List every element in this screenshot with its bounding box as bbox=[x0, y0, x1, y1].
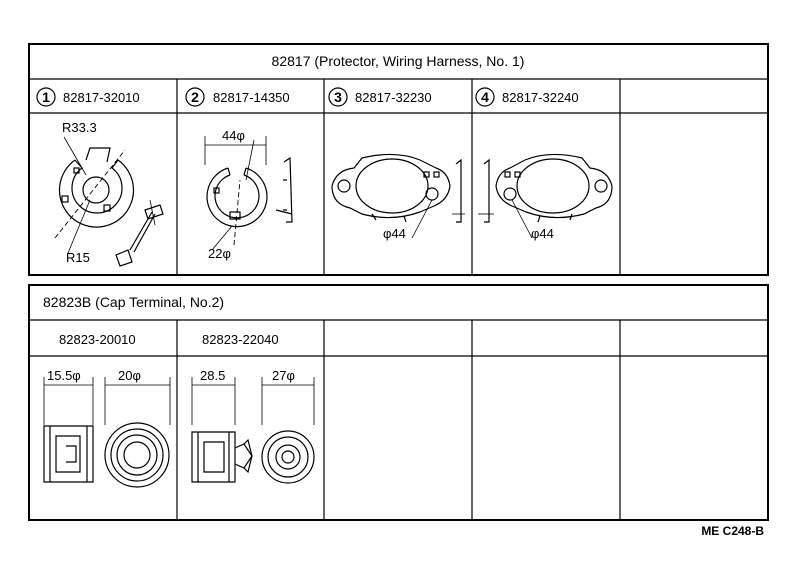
circled-number-icon bbox=[36, 87, 56, 107]
dim-15-5phi: 15.5φ bbox=[47, 368, 81, 383]
svg-text:82817-32230: 82817-32230 bbox=[355, 90, 432, 105]
dim-28-5: 28.5 bbox=[200, 368, 225, 383]
protector-drawing-4 bbox=[478, 153, 613, 239]
svg-text:4: 4 bbox=[481, 89, 489, 105]
top-table-frame bbox=[28, 43, 769, 276]
circled-number-icon bbox=[185, 87, 205, 107]
bottom-table-frame bbox=[28, 284, 769, 521]
dim-phi44-3: φ44 bbox=[383, 226, 406, 241]
dim-27phi: 27φ bbox=[272, 368, 295, 383]
svg-text:82817-32240: 82817-32240 bbox=[502, 90, 579, 105]
cap-terminal-drawing-2 bbox=[191, 377, 315, 484]
svg-text:1: 1 bbox=[42, 89, 50, 105]
protector-drawing-2 bbox=[204, 136, 293, 251]
part-header-4: 4 82817-32240 bbox=[475, 87, 579, 107]
svg-text:2: 2 bbox=[191, 89, 199, 105]
top-section-title: 82817 (Protector, Wiring Harness, No. 1) bbox=[272, 53, 525, 69]
cap-terminal-drawing-1 bbox=[43, 377, 171, 488]
dim-phi44-4: φ44 bbox=[531, 226, 554, 241]
part-header-1: 1 82817-32010 bbox=[36, 87, 140, 107]
circled-number-icon bbox=[328, 87, 348, 107]
dim-22phi: 22φ bbox=[208, 246, 231, 261]
circled-number-icon bbox=[475, 87, 495, 107]
part-number-82823-20010: 82823-20010 bbox=[59, 332, 136, 347]
dim-r15: R15 bbox=[66, 250, 90, 265]
dim-44phi: 44φ bbox=[222, 128, 245, 143]
svg-text:3: 3 bbox=[334, 89, 342, 105]
reference-code: ME C248-B bbox=[701, 524, 764, 538]
dim-r33: R33.3 bbox=[62, 120, 97, 135]
part-header-3: 3 82817-32230 bbox=[328, 87, 432, 107]
part-header-2: 2 82817-14350 bbox=[185, 87, 290, 107]
svg-text:82817-32010: 82817-32010 bbox=[63, 90, 140, 105]
part-number-82823-22040: 82823-22040 bbox=[202, 332, 279, 347]
dim-20phi: 20φ bbox=[118, 368, 141, 383]
bottom-section-title: 82823B (Cap Terminal, No.2) bbox=[43, 294, 224, 310]
svg-text:82817-14350: 82817-14350 bbox=[213, 90, 290, 105]
protector-drawing-1 bbox=[54, 136, 164, 267]
protector-drawing-3 bbox=[331, 153, 465, 239]
